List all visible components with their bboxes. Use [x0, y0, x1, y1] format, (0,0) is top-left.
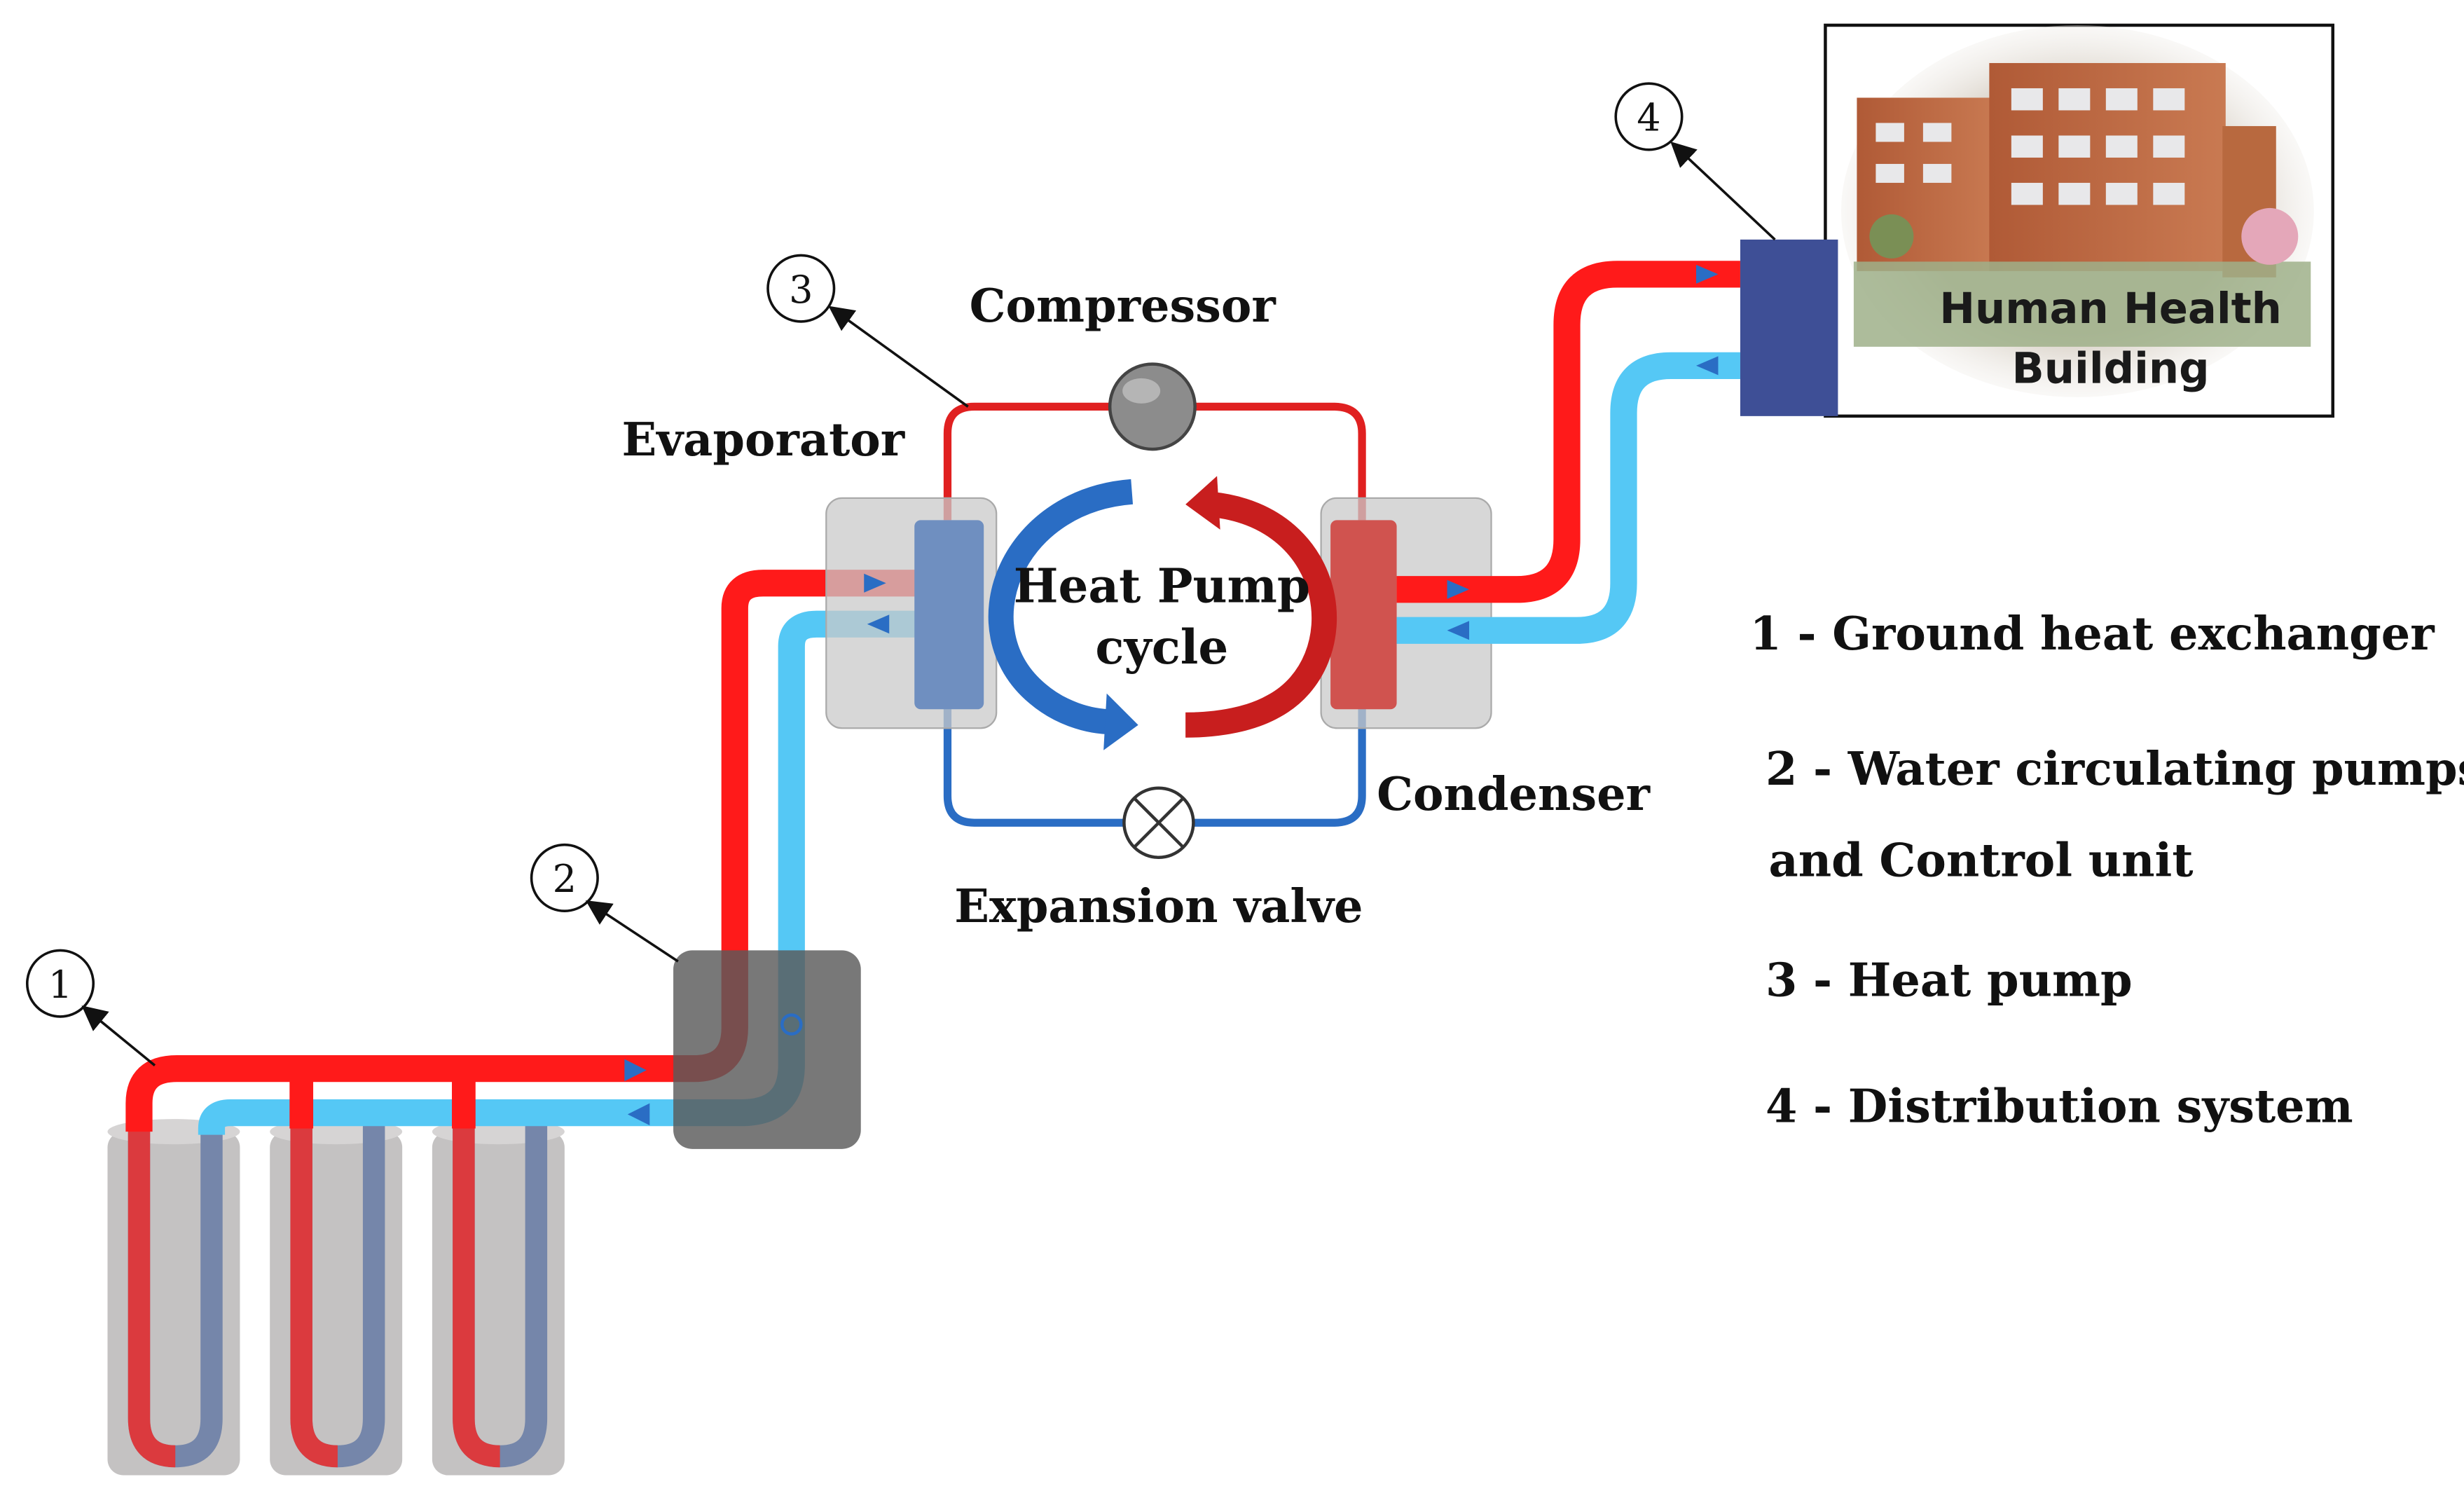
- legend-item-4: 4 - Distribution system: [1766, 1080, 2353, 1134]
- condenser-label: Condenser: [1377, 768, 1651, 821]
- expansion-valve-icon: [1122, 786, 1195, 859]
- callout-4: 4: [1614, 82, 1776, 241]
- borehole-3: [432, 1103, 565, 1476]
- cycle-label-line1: Heat Pump: [1014, 558, 1310, 613]
- callout-2: 2: [530, 843, 679, 963]
- distribution-cold-pipe: [1396, 352, 1740, 644]
- callout-3: 3: [766, 254, 969, 408]
- building-box: [1740, 23, 2335, 418]
- legend-item-2: 2 - Water circulating pumps: [1766, 743, 2464, 796]
- cycle-arrow-icon: [988, 476, 1337, 750]
- borehole-1: [107, 1103, 240, 1476]
- pump-icon: [780, 1013, 803, 1036]
- cycle-arrow-red: [1185, 491, 1337, 738]
- cycle-label-line2: cycle: [1095, 619, 1228, 675]
- distribution-hot-pipe: [1396, 261, 1740, 603]
- svg-text:4: 4: [1637, 96, 1660, 140]
- legend-item-2-cont: and Control unit: [1768, 834, 2193, 888]
- legend-item-3: 3 - Heat pump: [1766, 954, 2133, 1008]
- building-label-line2: Building: [2012, 345, 2210, 394]
- condenser: [1320, 497, 1492, 729]
- control-unit-box: [673, 950, 861, 1149]
- cycle-arrow-blue: [988, 479, 1134, 735]
- callout-1: 1: [25, 949, 156, 1067]
- svg-text:3: 3: [789, 268, 813, 312]
- legend-item-1: 1 - Ground heat exchanger: [1749, 607, 2435, 661]
- legend: 1 - Ground heat exchanger 2 - Water circ…: [1749, 607, 2464, 1134]
- building-label-line1: Human Health: [1939, 284, 2282, 334]
- svg-text:1: 1: [48, 963, 72, 1007]
- expansion-valve-label: Expansion valve: [954, 880, 1363, 933]
- ground-heat-exchanger: [107, 1103, 565, 1476]
- compressor-icon: [1108, 362, 1197, 451]
- borehole-2: [270, 1103, 403, 1476]
- building-photo: [1853, 62, 2311, 347]
- evaporator: [825, 497, 998, 729]
- compressor-label: Compressor: [970, 280, 1277, 333]
- evaporator-label: Evaporator: [621, 413, 905, 467]
- svg-text:2: 2: [553, 857, 577, 901]
- distribution-unit: [1740, 239, 1838, 416]
- distribution-pipes: [1396, 261, 1740, 644]
